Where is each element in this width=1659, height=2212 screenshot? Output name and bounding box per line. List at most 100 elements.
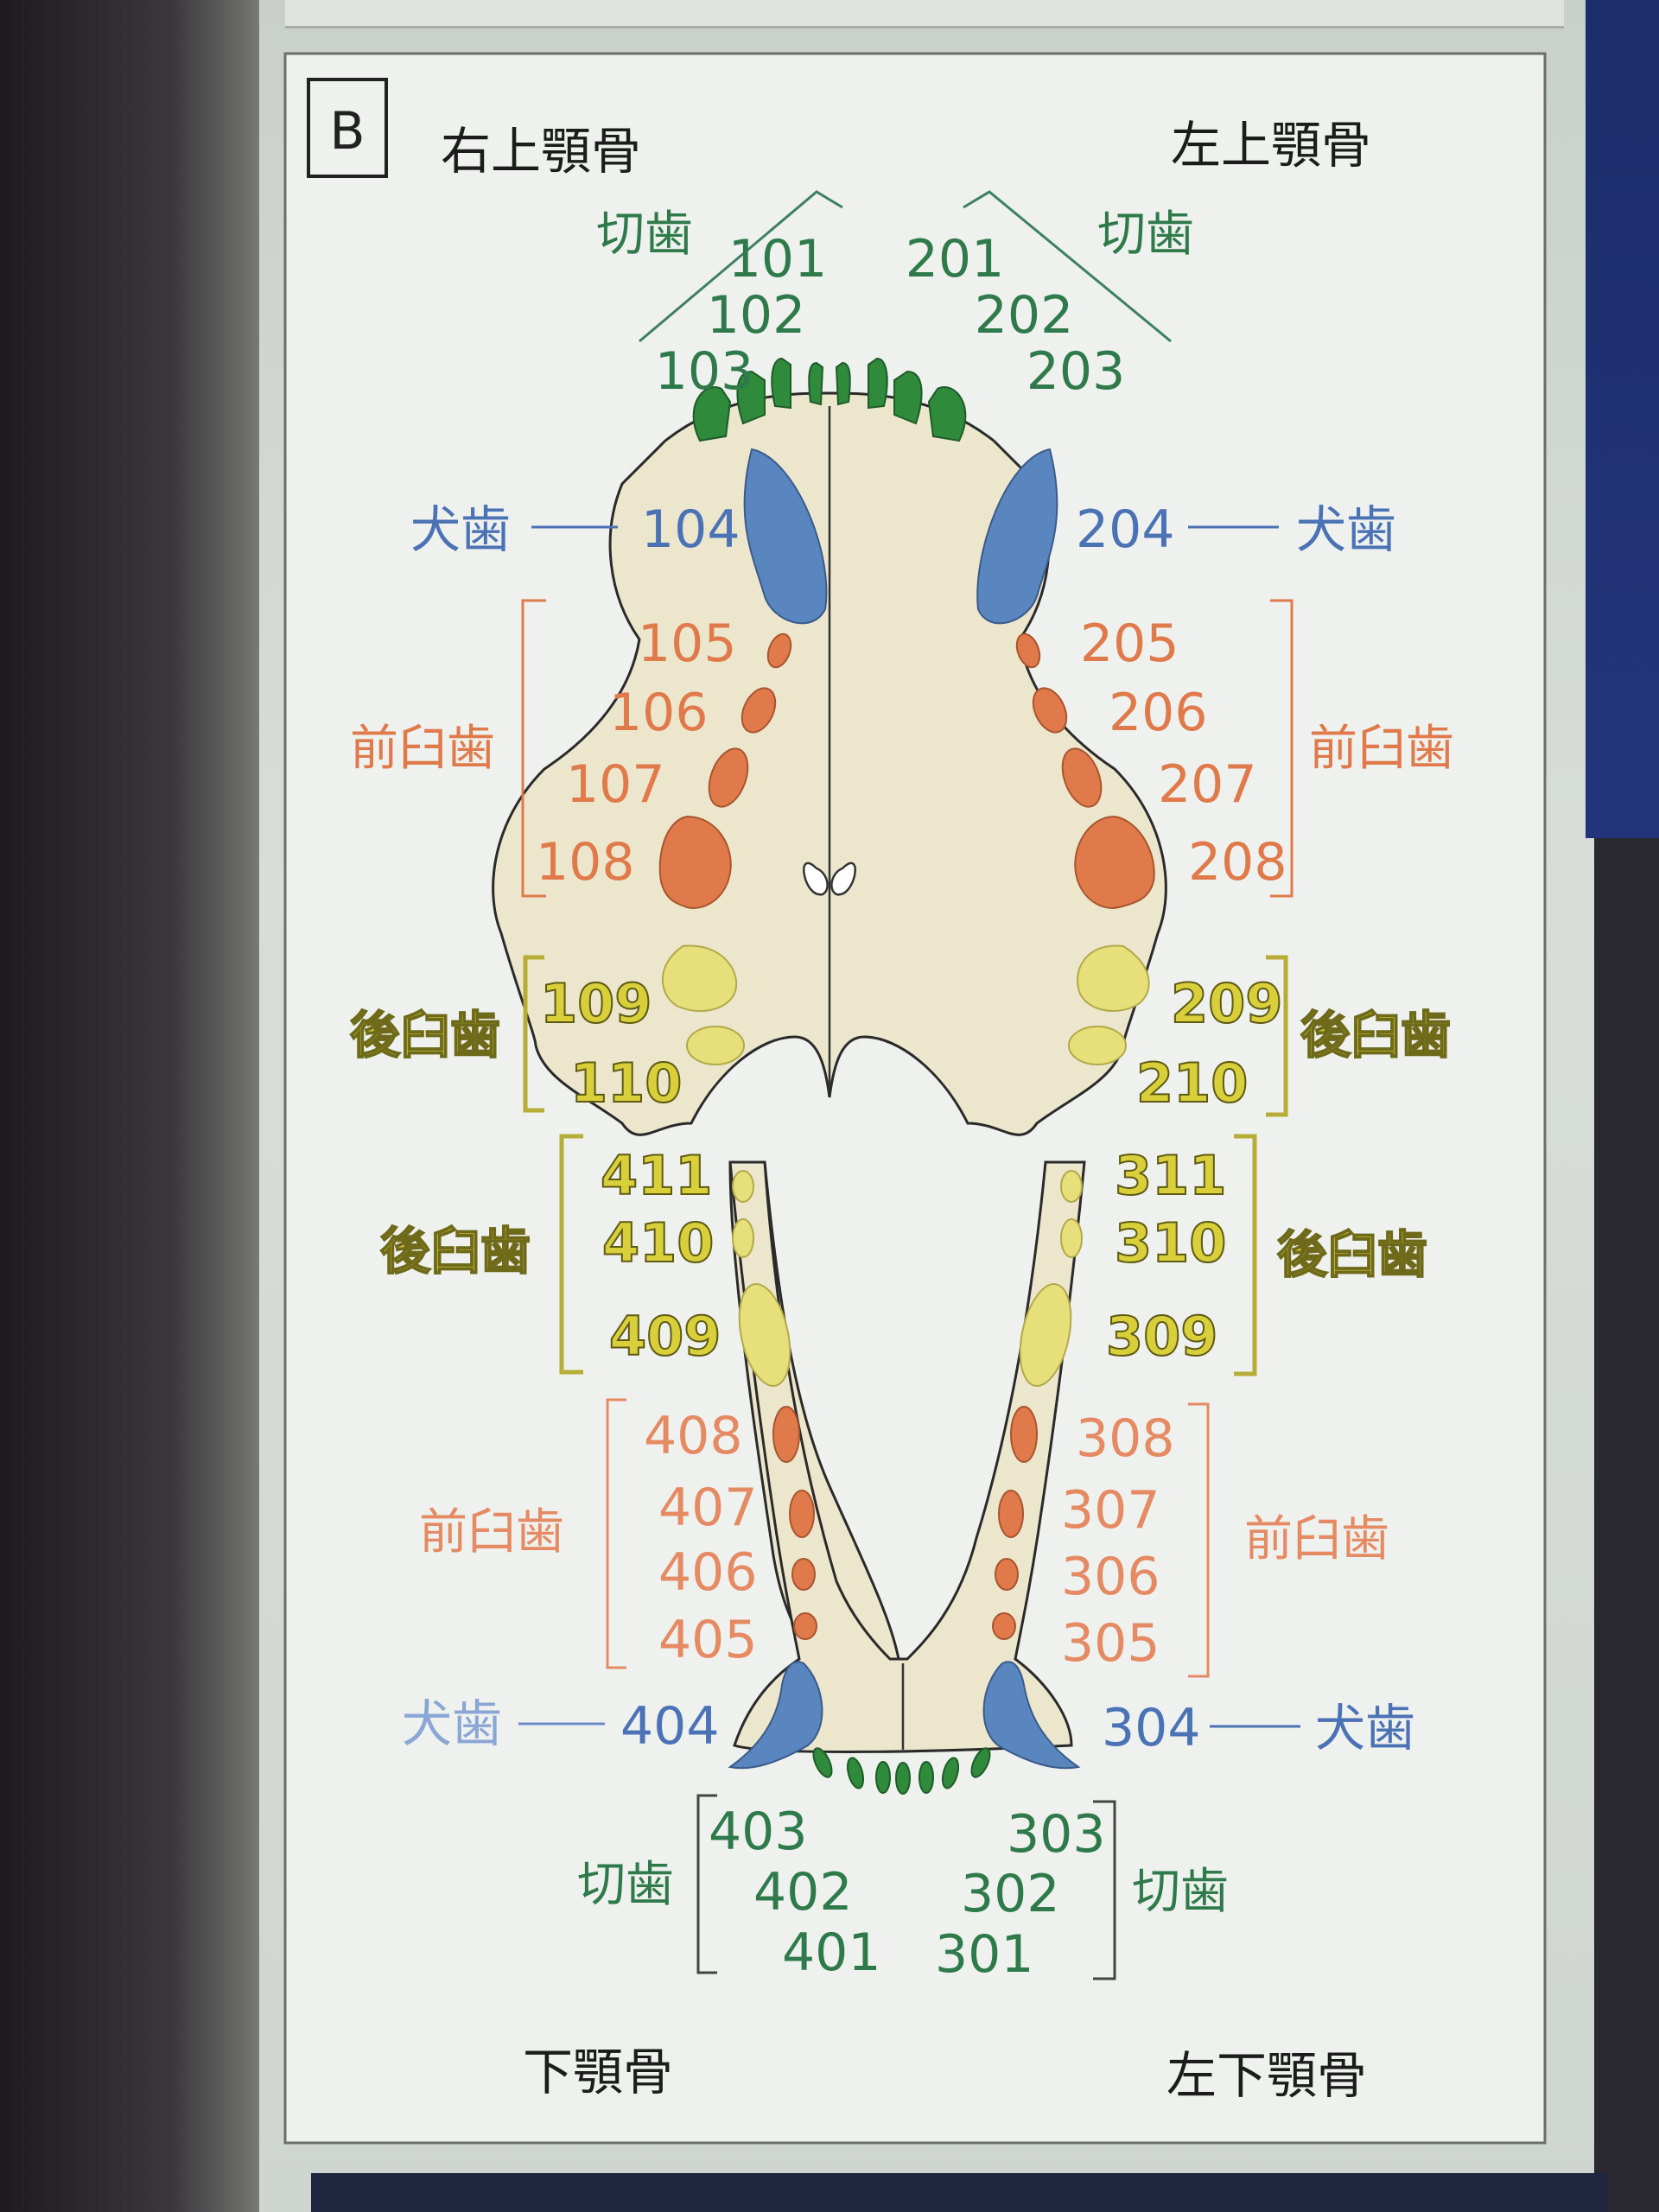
tooth-label-110: 110	[570, 1052, 682, 1115]
tooth-label-305: 305	[1061, 1613, 1160, 1674]
tooth-label-303: 303	[1007, 1804, 1106, 1865]
tooth-label-401: 401	[782, 1923, 881, 1983]
panel-letter: B	[329, 101, 365, 162]
tooth-label-104: 104	[641, 499, 741, 560]
tooth-404	[728, 1661, 823, 1770]
tooth-label-301: 301	[935, 1924, 1034, 1985]
tooth-label-402: 402	[753, 1862, 853, 1923]
tooth-407	[789, 1490, 815, 1538]
incisor-bracket-lower-left	[1093, 1800, 1116, 1980]
tooth-206	[1032, 687, 1068, 734]
tooth-label-109: 109	[540, 972, 652, 1035]
tooth-label-310: 310	[1115, 1211, 1226, 1274]
premolar-bracket-upper-left	[1270, 599, 1294, 898]
tooth-label-311: 311	[1115, 1144, 1226, 1207]
palatine-foramen-right	[803, 861, 829, 896]
tooth-106	[741, 687, 777, 734]
tooth-201	[835, 361, 851, 406]
tooth-label-306: 306	[1061, 1547, 1160, 1607]
tooth-302	[941, 1757, 960, 1789]
tooth-207	[1061, 747, 1103, 808]
molar-bracket-upper-right	[523, 955, 544, 1113]
tooth-label-103: 103	[655, 341, 754, 402]
next-figure-edge	[311, 2173, 1607, 2212]
tooth-label-405: 405	[658, 1610, 758, 1670]
group-label-canine-upper-left: 犬歯	[1296, 500, 1396, 559]
tooth-label-102: 102	[707, 285, 806, 346]
tooth-409	[738, 1283, 791, 1387]
tooth-304	[982, 1661, 1081, 1770]
group-label-canine-lower-left: 犬歯	[1315, 1699, 1415, 1758]
tooth-label-409: 409	[609, 1305, 721, 1368]
tooth-label-209: 209	[1171, 972, 1282, 1035]
lower-jaw	[728, 1160, 1086, 1753]
group-label-incisors-lower-left: 切歯	[1132, 1864, 1229, 1920]
tooth-109	[661, 944, 738, 1012]
group-label-premolars-lower-left: 前臼歯	[1244, 1511, 1389, 1567]
panel-letter-box	[307, 78, 388, 178]
group-label-premolars-upper-right: 前臼歯	[350, 721, 495, 777]
tooth-label-108: 108	[536, 832, 635, 893]
tooth-203	[893, 370, 923, 425]
tooth-301	[918, 1761, 934, 1794]
tooth-104	[743, 448, 828, 625]
tooth-107	[708, 747, 749, 808]
group-label-incisors-upper-right: 切歯	[596, 207, 693, 263]
tooth-203b	[927, 386, 967, 442]
tooth-110	[686, 1026, 745, 1065]
tooth-label-106: 106	[609, 683, 709, 743]
tooth-label-403: 403	[709, 1802, 808, 1862]
molar-bracket-lower-right	[559, 1134, 583, 1375]
premolar-bracket-lower-left	[1188, 1402, 1210, 1678]
tooth-label-203: 203	[1027, 341, 1126, 402]
molar-bracket-upper-left	[1266, 955, 1288, 1117]
tooth-208	[1074, 815, 1155, 909]
group-label-canine-lower-right: 犬歯	[402, 1694, 502, 1753]
tooth-401	[875, 1761, 891, 1794]
tooth-308	[1010, 1406, 1038, 1463]
tooth-label-206: 206	[1109, 683, 1208, 743]
tooth-103b	[692, 386, 732, 442]
tooth-209	[1077, 944, 1150, 1012]
tooth-105	[766, 632, 792, 669]
previous-figure-edge	[285, 0, 1564, 29]
tooth-307	[998, 1490, 1024, 1538]
tooth-label-107: 107	[566, 754, 665, 815]
tooth-label-202: 202	[975, 285, 1074, 346]
group-label-incisors-upper-left: 切歯	[1097, 207, 1194, 263]
group-label-canine-upper-right: 犬歯	[410, 500, 511, 559]
tooth-label-204: 204	[1076, 499, 1175, 560]
tooth-204	[976, 448, 1058, 625]
tooth-205	[1015, 632, 1041, 669]
incisor-bracket-upper-right	[639, 190, 843, 343]
incisor-bracket-upper-left	[963, 190, 1172, 343]
tooth-label-208: 208	[1188, 832, 1287, 893]
tooth-310	[1060, 1218, 1083, 1258]
group-label-incisors-lower-right: 切歯	[577, 1857, 674, 1913]
molar-bracket-lower-left	[1234, 1134, 1257, 1376]
tooth-309	[1019, 1283, 1072, 1387]
tooth-label-101: 101	[728, 229, 828, 289]
tooth-311	[1060, 1170, 1083, 1203]
premolar-bracket-upper-right	[521, 599, 546, 898]
tooth-label-411: 411	[601, 1144, 712, 1207]
tooth-label-105: 105	[638, 613, 737, 674]
tooth-label-408: 408	[644, 1406, 743, 1466]
tooth-103	[736, 370, 766, 425]
tooth-305	[992, 1612, 1016, 1640]
group-label-molars-upper-left: 後臼歯	[1300, 1006, 1451, 1065]
tooth-label-308: 308	[1076, 1408, 1175, 1469]
tooth-label-410: 410	[602, 1211, 714, 1274]
tooth-label-201: 201	[906, 229, 1005, 289]
tooth-label-309: 309	[1106, 1305, 1217, 1368]
tooth-label-307: 307	[1061, 1480, 1160, 1541]
bone-lower-right: 下顎骨	[523, 2043, 673, 2101]
book-cover-edge	[1586, 0, 1659, 838]
tooth-label-304: 304	[1102, 1698, 1201, 1758]
tooth-label-407: 407	[658, 1478, 758, 1538]
tooth-label-207: 207	[1158, 754, 1257, 815]
tooth-402	[846, 1757, 865, 1789]
tooth-405	[793, 1612, 817, 1640]
group-label-premolars-upper-left: 前臼歯	[1309, 721, 1454, 777]
